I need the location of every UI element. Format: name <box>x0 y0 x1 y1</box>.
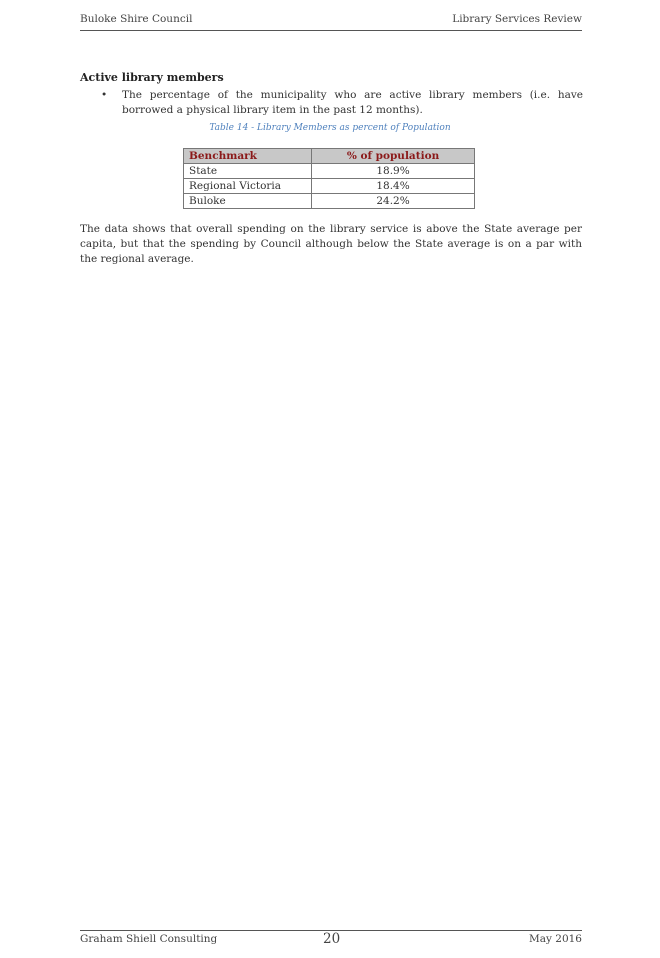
page-header: Buloke Shire Council Library Services Re… <box>80 13 582 31</box>
column-header: % of population <box>311 148 475 164</box>
section-heading: Active library members <box>80 71 224 84</box>
cell-benchmark: Regional Victoria <box>182 178 313 194</box>
cell-benchmark: Buloke <box>182 193 313 209</box>
footer-left: Graham Shiell Consulting <box>80 933 218 945</box>
bullet-icon: • <box>101 89 108 101</box>
footer-right: May 2016 <box>528 933 582 945</box>
cell-percent: 24.2% <box>311 193 475 209</box>
page-number: 20 <box>323 931 341 947</box>
bullet-text: The percentage of the municipality who a… <box>122 89 583 116</box>
column-header: Benchmark <box>182 148 313 164</box>
cell-percent: 18.9% <box>311 163 475 179</box>
bullet-item: • The percentage of the municipality who… <box>101 88 583 118</box>
header-left: Buloke Shire Council <box>80 13 193 25</box>
table-caption: Table 14 - Library Members as percent of… <box>209 123 451 133</box>
cell-benchmark: State <box>182 163 313 179</box>
page-footer: Graham Shiell Consulting 20 May 2016 <box>80 930 582 947</box>
table-header-row: Benchmark % of population <box>182 148 475 164</box>
body-paragraph: The data shows that overall spending on … <box>80 223 582 265</box>
cell-percent: 18.4% <box>311 178 475 194</box>
header-right: Library Services Review <box>452 13 582 25</box>
